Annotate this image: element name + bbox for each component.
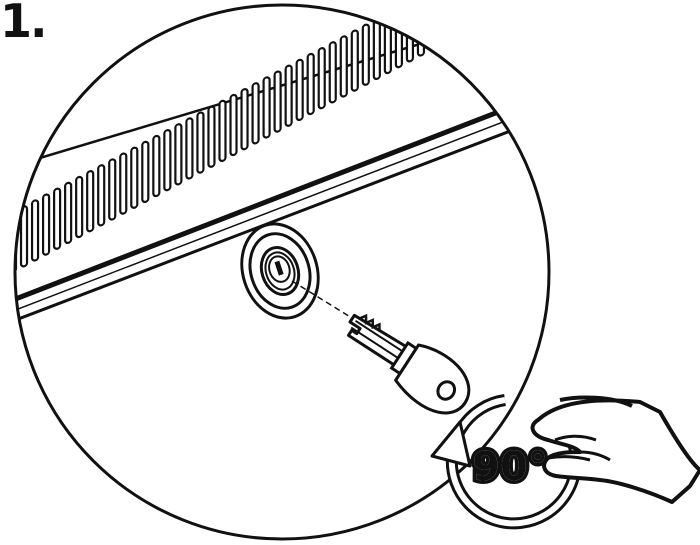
vent-slot: [264, 77, 270, 138]
vent-slot: [65, 182, 71, 243]
vent-slot: [164, 130, 170, 191]
vent-slot: [54, 188, 60, 249]
vent-slot: [407, 1, 413, 62]
vent-slot: [440, 0, 446, 44]
vent-slot: [418, 0, 424, 56]
vent-slot: [43, 194, 49, 255]
vent-slot: [242, 89, 248, 150]
vent-slot: [175, 124, 181, 185]
vent-slot: [76, 177, 82, 238]
vent-slot: [275, 71, 281, 132]
vent-slot: [131, 147, 137, 208]
vent-slot: [363, 24, 369, 85]
vent-slot: [297, 59, 303, 120]
vent-slot: [142, 141, 148, 202]
vent-slot: [341, 36, 347, 97]
vent-slot: [385, 13, 391, 74]
vent-grille: [10, 0, 446, 273]
rotation-label-fill: 90°: [472, 444, 548, 490]
vent-slot: [429, 0, 435, 50]
vent-slot: [319, 48, 325, 109]
hand-icon: [533, 398, 700, 502]
vent-slot: [396, 7, 402, 68]
vent-slot: [120, 153, 126, 214]
vent-slot: [197, 112, 203, 173]
vent-slot: [186, 118, 192, 179]
vent-slot: [219, 100, 225, 161]
vent-slot: [308, 54, 314, 115]
key-icon: [333, 302, 480, 424]
vent-slot: [352, 30, 358, 91]
vent-slot: [98, 165, 104, 226]
vent-slot: [153, 136, 159, 197]
vent-slot: [87, 171, 93, 232]
vent-slot: [374, 18, 380, 79]
vent-slot: [286, 65, 292, 126]
vent-slot: [330, 42, 336, 103]
vent-slot: [253, 83, 259, 144]
vent-slot: [109, 159, 115, 220]
vent-slot: [208, 106, 214, 167]
vent-slot: [32, 200, 38, 261]
vent-slot: [231, 95, 237, 156]
